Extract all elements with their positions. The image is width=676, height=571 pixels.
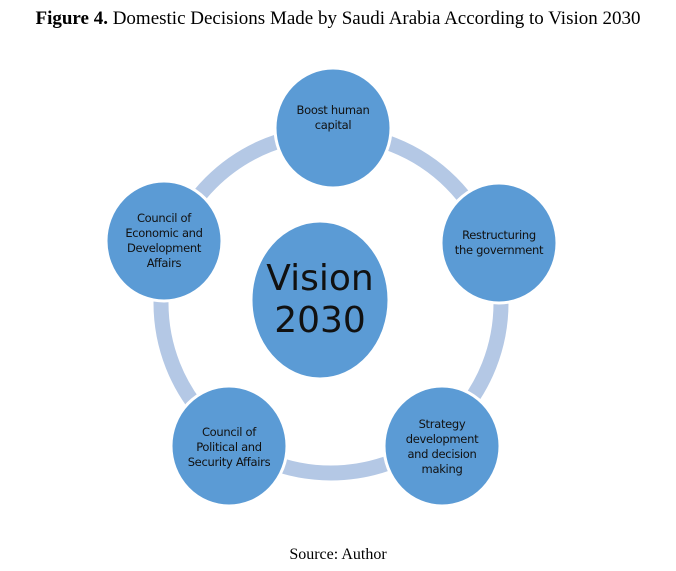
node-circle-boost-human-capital — [273, 66, 393, 190]
node-circle-political-security — [169, 384, 289, 508]
node-strategy: Strategy development and decision making — [405, 417, 479, 476]
node-circle-economic-development — [104, 179, 224, 303]
figure-title: Figure 4. Domestic Decisions Made by Sau… — [0, 8, 676, 30]
figure-label: Figure 4. — [35, 8, 108, 29]
figure-title-text: Domestic Decisions Made by Saudi Arabia … — [112, 8, 641, 29]
node-economic-development: Council of Economic and Development Affa… — [125, 211, 203, 270]
center-line-2: 2030 — [274, 300, 366, 341]
figure-source: Source: Author — [289, 546, 387, 563]
node-restructuring: Restructuring the government — [454, 228, 544, 257]
node-circle-strategy — [382, 384, 502, 508]
node-political-security: Council of Political and Security Affair… — [187, 424, 271, 469]
center-circle — [249, 219, 391, 381]
node-boost-human-capital: Boost human capital — [296, 103, 370, 132]
center-label: Vision 2030 — [251, 221, 389, 379]
center-line-1: Vision — [266, 258, 374, 299]
node-circle-restructuring — [439, 181, 559, 305]
